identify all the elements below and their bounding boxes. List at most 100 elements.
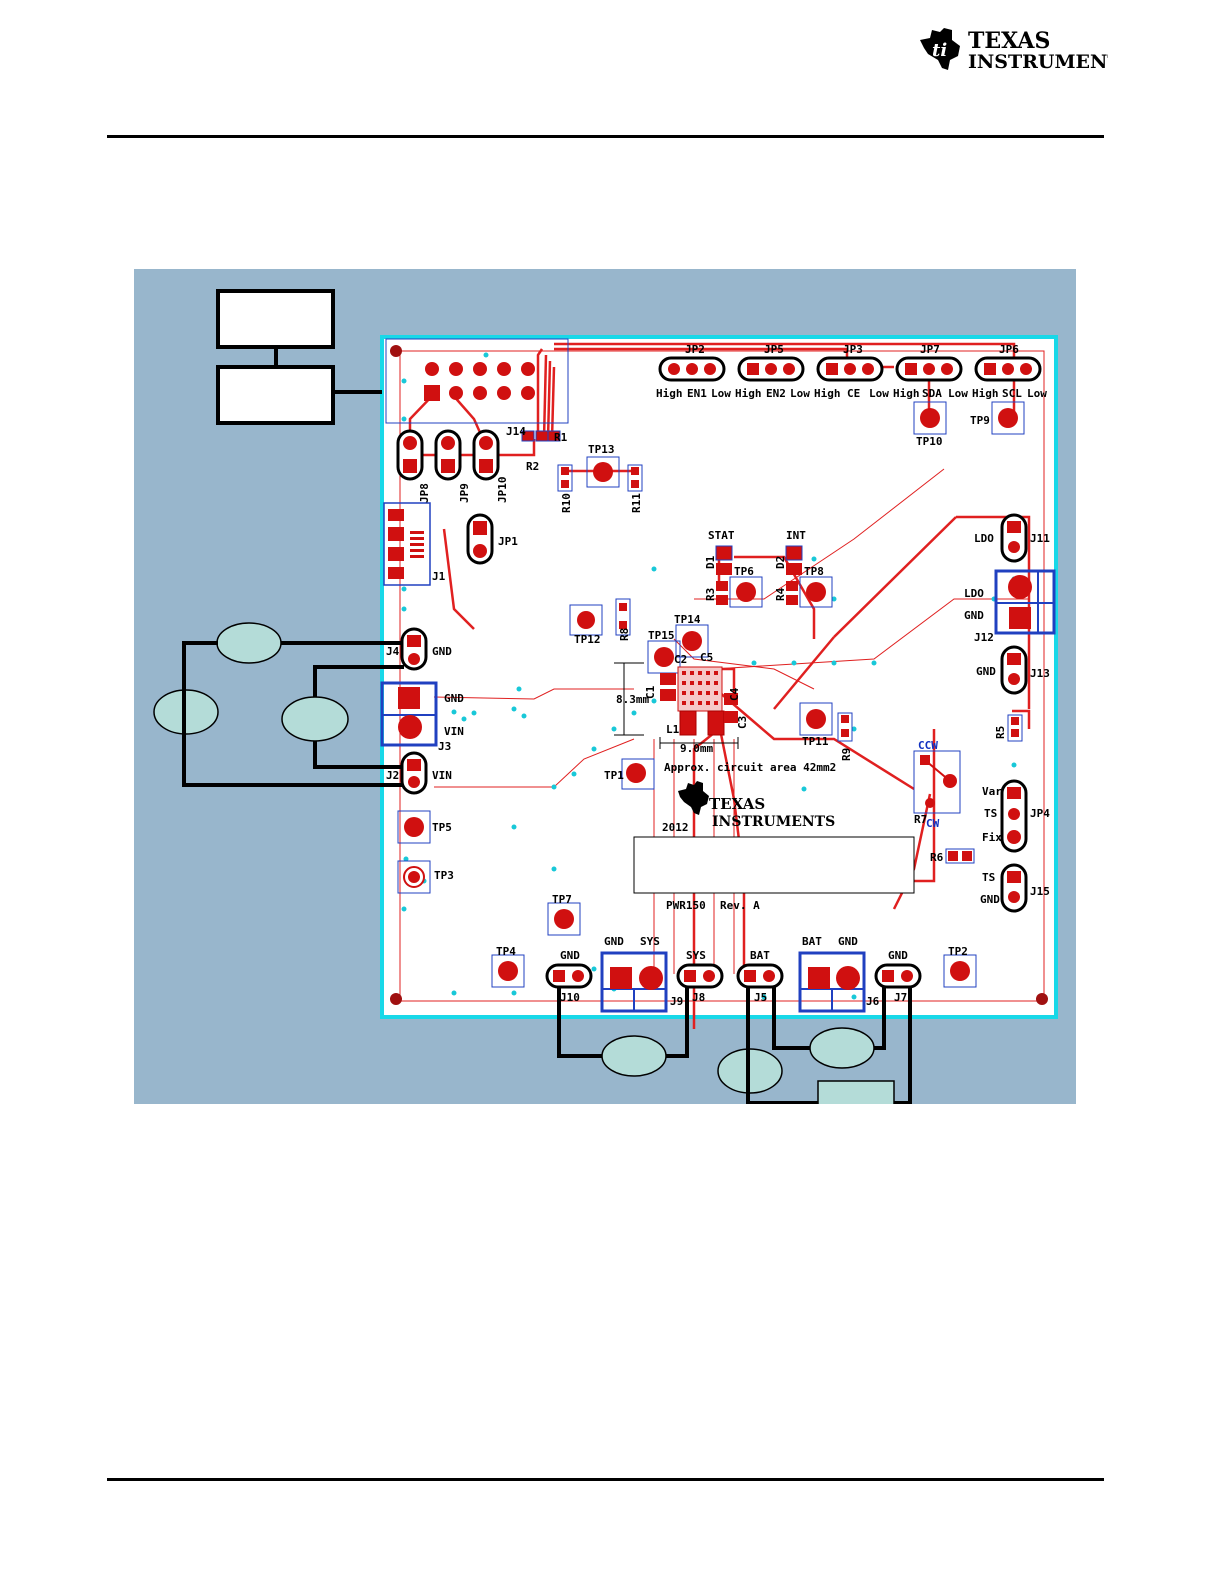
left-connectors bbox=[380, 627, 438, 795]
c2-ref: C2 bbox=[674, 653, 687, 666]
tp7-ref: TP7 bbox=[552, 893, 572, 906]
c1-ref: C1 bbox=[644, 685, 657, 699]
j9-label-gnd: GND bbox=[604, 935, 624, 948]
tp14-ref: TP14 bbox=[674, 613, 701, 626]
tp12-ref: TP12 bbox=[574, 633, 601, 646]
stat-label: STAT bbox=[708, 529, 735, 542]
tp5-ref: TP5 bbox=[432, 821, 452, 834]
footer-rule bbox=[107, 1478, 1104, 1481]
r8-ref: R8 bbox=[618, 628, 631, 641]
j3-ref: J3 bbox=[438, 740, 451, 753]
tp13-ref: TP13 bbox=[588, 443, 615, 456]
j15-ref: J15 bbox=[1030, 885, 1050, 898]
board-revision: Rev. A bbox=[720, 899, 760, 912]
j6-label-bat: BAT bbox=[802, 935, 822, 948]
usb-interface-box bbox=[216, 365, 335, 425]
jp2-label-high: High bbox=[656, 387, 683, 400]
r10-ref: R10 bbox=[560, 493, 573, 513]
j11-label-ldo: LDO bbox=[974, 532, 994, 545]
j6-ref: J6 bbox=[866, 995, 880, 1008]
j2-label-vin: VIN bbox=[432, 769, 452, 782]
tp10-ref: TP10 bbox=[916, 435, 943, 448]
j11-ref: J11 bbox=[1030, 532, 1050, 545]
evm-connection-figure: JP2 High EN1 Low JP5 High EN2 Low JP3 Hi… bbox=[134, 269, 1076, 1104]
board-logo-line1: TEXAS bbox=[709, 795, 765, 813]
jp2-label-low: Low bbox=[711, 387, 731, 400]
pc-box bbox=[216, 289, 335, 349]
tp3-ref: TP3 bbox=[434, 869, 454, 882]
jp4-label-ts: TS bbox=[984, 807, 997, 820]
r4-ref: R4 bbox=[774, 587, 787, 601]
jp6-label-scl: SCL bbox=[1002, 387, 1022, 400]
bottom-test-points bbox=[491, 902, 977, 988]
tp15-ref: TP15 bbox=[648, 629, 675, 642]
jp5-label-high: High bbox=[735, 387, 762, 400]
r1-ref: R1 bbox=[554, 431, 568, 444]
c3-ref: C3 bbox=[736, 716, 749, 729]
jp8-ref: JP8 bbox=[418, 483, 431, 503]
texas-instruments-logo: ti TEXAS INSTRUMENTS bbox=[920, 28, 1108, 73]
j12-ref: J12 bbox=[974, 631, 994, 644]
tp12-r8 bbox=[569, 598, 631, 636]
tp13-group bbox=[557, 456, 643, 492]
jumpers-left bbox=[396, 429, 500, 481]
meter-bat-2 bbox=[809, 1027, 875, 1069]
j3-label-gnd: GND bbox=[444, 692, 464, 705]
label-area bbox=[633, 836, 915, 894]
j4-ref: J4 bbox=[386, 645, 400, 658]
tp2-ref: TP2 bbox=[948, 945, 968, 958]
board-year: 2012 bbox=[662, 821, 689, 834]
tp9-tp10 bbox=[913, 401, 1025, 435]
brand-line2: INSTRUMENTS bbox=[968, 51, 1108, 73]
pcb-outline bbox=[399, 350, 1045, 1002]
tp11-ref: TP11 bbox=[802, 735, 829, 748]
tp1-tp11 bbox=[621, 702, 853, 790]
circuit-area-label: Approx. circuit area 42mm2 bbox=[664, 761, 836, 774]
j1-ref: J1 bbox=[432, 570, 446, 583]
bottom-connectors bbox=[545, 951, 922, 1013]
j4-label-gnd: GND bbox=[432, 645, 452, 658]
r6-ref: R6 bbox=[930, 851, 944, 864]
jp5-ref: JP5 bbox=[764, 343, 784, 356]
jp6-ref: JP6 bbox=[999, 343, 1019, 356]
silkscreen-text: JP2 High EN1 Low JP5 High EN2 Low JP3 Hi… bbox=[386, 343, 1050, 1008]
jp2-label-en1: EN1 bbox=[687, 387, 707, 400]
meter-vin bbox=[216, 622, 282, 664]
dim-height: 8.3mm bbox=[616, 693, 649, 706]
jp4-label-var: Var bbox=[982, 785, 1002, 798]
jp3-ref: JP3 bbox=[843, 343, 863, 356]
svg-text:ti: ti bbox=[932, 40, 947, 61]
j12-label-gnd: GND bbox=[964, 609, 984, 622]
j14-ref: J14 bbox=[506, 425, 526, 438]
tp9-ref: TP9 bbox=[970, 414, 990, 427]
jp5-label-low: Low bbox=[790, 387, 810, 400]
r1-r2-resistors bbox=[521, 430, 561, 442]
r7-ref: R7 bbox=[914, 813, 927, 826]
board-logo-line2: INSTRUMENTS bbox=[712, 814, 835, 830]
ti-state-icon: ti bbox=[920, 28, 960, 70]
j7-ref: J7 bbox=[894, 991, 907, 1004]
right-connectors bbox=[913, 513, 1056, 913]
j1-usb-connector bbox=[383, 502, 494, 586]
ic-area bbox=[614, 624, 739, 749]
j3-label-vin: VIN bbox=[444, 725, 464, 738]
external-equipment bbox=[216, 289, 382, 425]
r3-ref: R3 bbox=[704, 588, 717, 601]
brand-line1: TEXAS bbox=[968, 28, 1050, 54]
jp9-ref: JP9 bbox=[458, 483, 471, 503]
jp3-label-low: Low bbox=[869, 387, 889, 400]
j8-ref: J8 bbox=[692, 991, 705, 1004]
meter-vin-2 bbox=[281, 696, 349, 742]
jp2-ref: JP2 bbox=[685, 343, 705, 356]
j15-label-ts: TS bbox=[982, 871, 995, 884]
j10-ref: J10 bbox=[560, 991, 580, 1004]
r11-ref: R11 bbox=[630, 493, 643, 513]
j14-header bbox=[385, 338, 569, 424]
j6-label-gnd: GND bbox=[838, 935, 858, 948]
jp6-label-high: High bbox=[972, 387, 999, 400]
jp6-label-low: Low bbox=[1027, 387, 1047, 400]
j5-label-bat: BAT bbox=[750, 949, 770, 962]
int-label: INT bbox=[786, 529, 806, 542]
j8-label-sys: SYS bbox=[686, 949, 706, 962]
external-wires bbox=[182, 641, 912, 1104]
